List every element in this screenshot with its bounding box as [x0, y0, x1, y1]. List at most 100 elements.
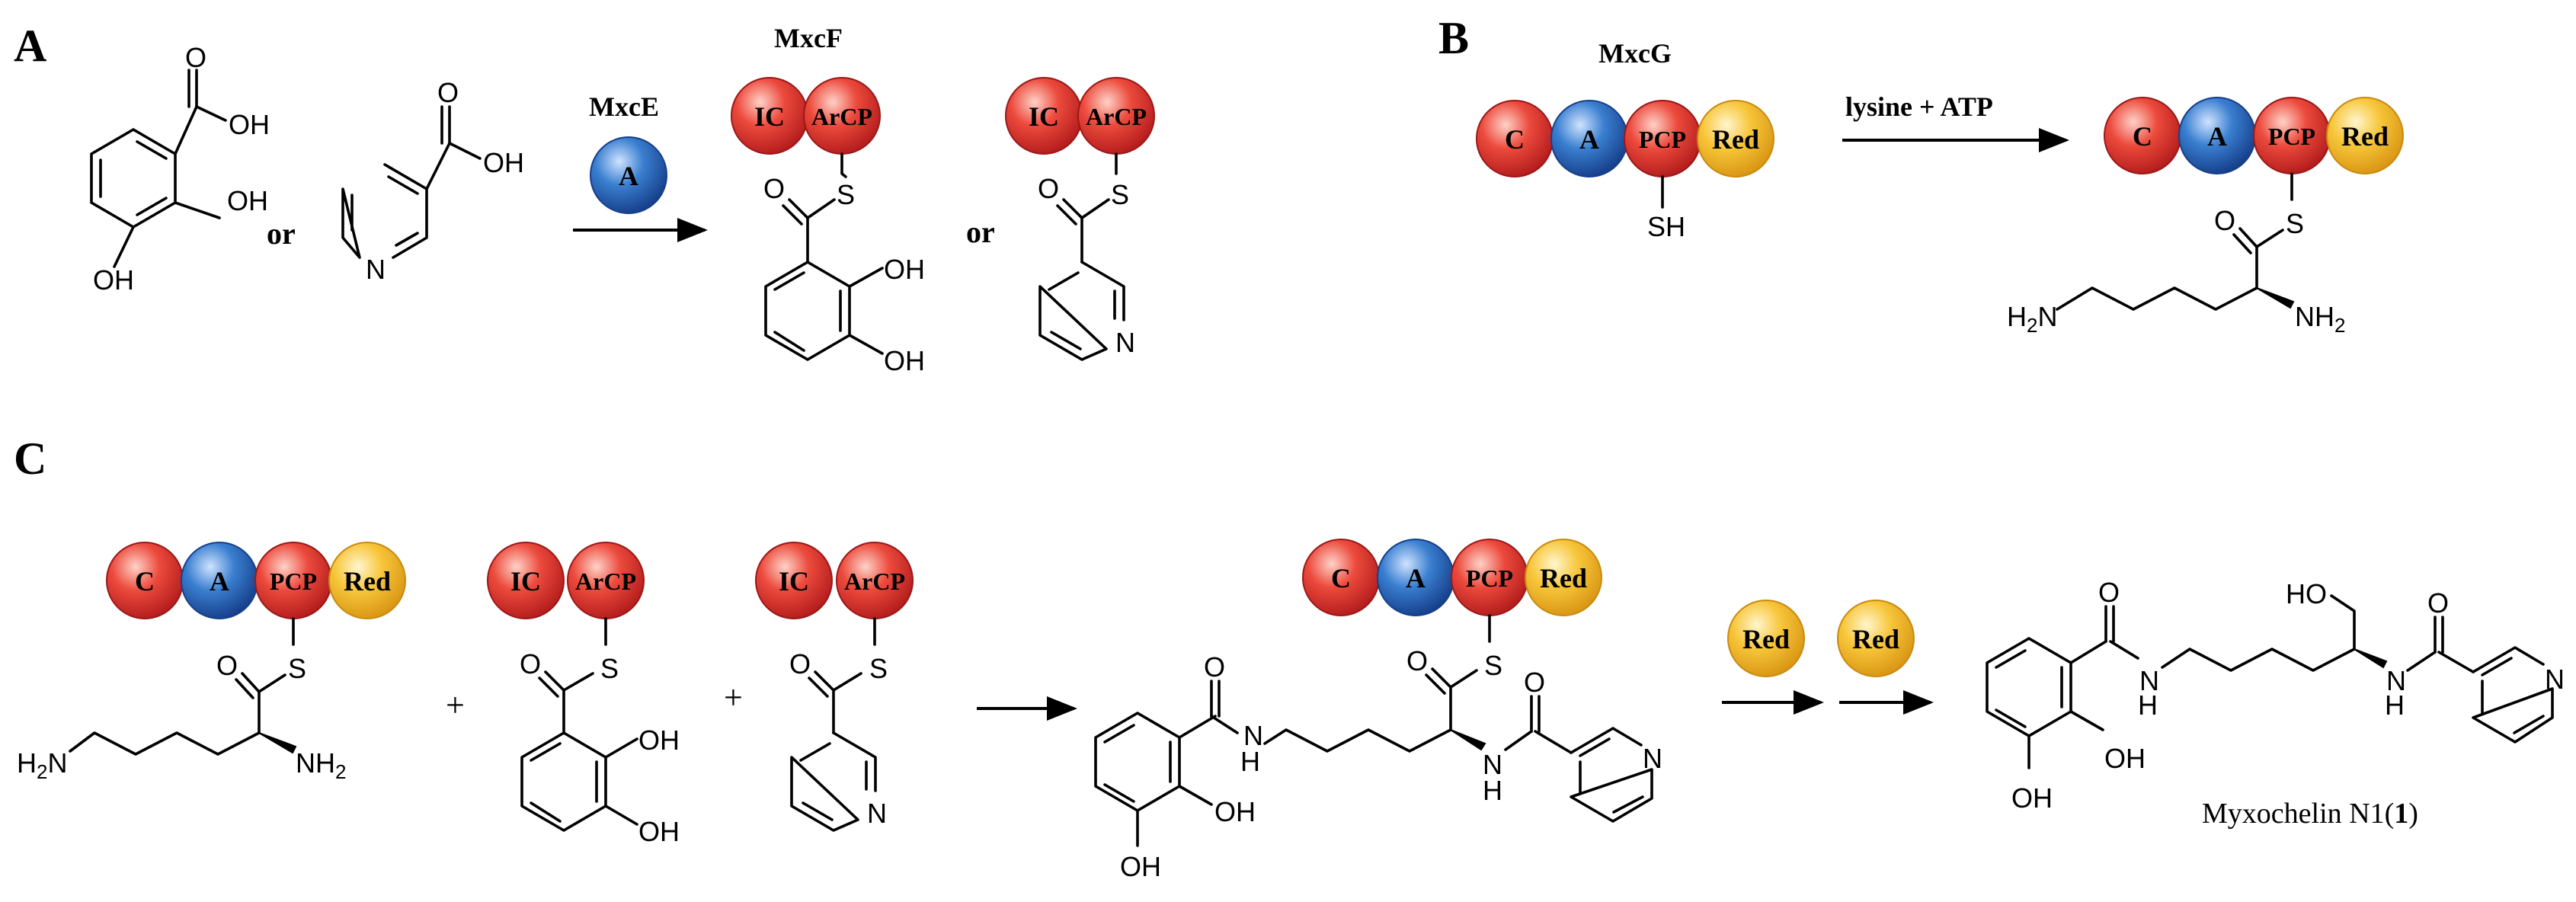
atom-n: N — [867, 798, 887, 829]
atom-sh: SH — [1647, 211, 1685, 242]
domain-label: C — [2133, 121, 2152, 152]
panel-label-a: A — [14, 21, 46, 71]
domain-label: IC — [1029, 101, 1059, 132]
atom-n: N — [2545, 664, 2565, 695]
domain-label: Red — [1712, 124, 1759, 155]
domain-label: A — [1406, 563, 1426, 593]
atom-n: N — [366, 254, 386, 285]
atom-nh2: NH2 — [2295, 301, 2345, 337]
atom-o: O — [1038, 173, 1059, 204]
atom-oh: OH — [2104, 743, 2146, 774]
panel-label-b: B — [1438, 13, 1469, 63]
atom-n: N — [1643, 743, 1662, 774]
nicotinoyl-thioester-structure: S O N — [789, 617, 888, 832]
domain-label: ArCP — [844, 568, 905, 595]
domain-label: Red — [344, 566, 391, 597]
domain-c: C — [1476, 100, 1554, 178]
domain-label: IC — [510, 566, 541, 597]
domain-label: Red — [1540, 563, 1587, 593]
nicotinoyl-thioester-structure: S O N — [1038, 152, 1135, 361]
atom-s: S — [288, 653, 306, 684]
atom-s: S — [837, 179, 855, 210]
atom-oh: OH — [2011, 782, 2053, 814]
domain-label: IC — [754, 101, 785, 132]
atom-s: S — [869, 653, 888, 684]
dhba-structure: O OH OH OH — [90, 42, 270, 296]
lysyl-thioester-structure: S O NH2 H2N — [17, 617, 346, 783]
domain-a: A — [2178, 97, 2256, 174]
domain-label: Red — [1852, 624, 1899, 654]
intermediate-structure: S O N H O N H N O OH — [1094, 614, 1662, 882]
atom-o: O — [1406, 645, 1428, 676]
enzyme-label-mxcg: MxcG — [1598, 38, 1672, 69]
domain-label: A — [619, 161, 638, 191]
atom-oh: OH — [93, 264, 134, 296]
domain-arcp: ArCP — [567, 542, 645, 619]
domain-label: PCP — [2268, 123, 2315, 150]
atom-s: S — [1484, 650, 1502, 681]
atom-o: O — [789, 648, 811, 680]
atom-o: O — [185, 42, 206, 73]
domain-c: C — [106, 542, 184, 619]
domain-label: C — [135, 566, 155, 597]
reagent-label: lysine + ATP — [1845, 91, 1993, 122]
atom-oh: OH — [1120, 851, 1161, 882]
atom-o: O — [2098, 577, 2120, 608]
lysyl-thioester-structure: S O NH2 H2N — [2007, 172, 2345, 337]
domain-pcp: PCP — [1624, 100, 1701, 178]
domain-label: Red — [1742, 624, 1790, 654]
domain-a-mxce: A — [590, 136, 667, 214]
domain-label: IC — [779, 566, 809, 597]
atom-oh: OH — [227, 185, 268, 216]
atom-n: N — [1115, 327, 1135, 358]
domain-pcp: PCP — [1451, 539, 1528, 616]
dhb-thioester-structure: S O OH OH — [520, 617, 680, 847]
nicotinic-acid-structure: N O OH — [341, 77, 524, 285]
domain-a: A — [1377, 539, 1454, 616]
dhb-thioester-structure: S O OH OH — [763, 152, 925, 376]
domain-label: PCP — [1639, 126, 1686, 153]
domain-label: ArCP — [811, 103, 872, 130]
atom-n: N — [1483, 749, 1502, 780]
atom-s: S — [2286, 208, 2304, 239]
panel-b: MxcG C A PCP Red SH lysine + ATP C — [1476, 38, 2404, 337]
domain-red-release-1: Red — [1727, 600, 1805, 677]
panel-c: C A PCP Red S O NH2 H2N + — [17, 539, 2565, 882]
myxochelin-n1-structure: OH OH O N H HO N H O N — [1986, 577, 2565, 814]
domain-arcp: ArCP — [836, 542, 914, 619]
domain-pcp: PCP — [254, 542, 332, 619]
atom-oh: OH — [229, 109, 270, 140]
atom-oh: OH — [638, 816, 680, 847]
atom-oh: OH — [638, 724, 680, 756]
panel-a: O OH OH OH or N O OH MxcE A MxcF — [90, 23, 1155, 376]
domain-pcp: PCP — [2253, 97, 2331, 174]
domain-label: C — [1505, 124, 1525, 155]
domain-red: Red — [328, 542, 406, 619]
domain-label: Red — [2341, 121, 2389, 152]
atom-h: H — [2138, 689, 2158, 721]
atom-oh: OH — [483, 147, 524, 178]
atom-h2n: H2N — [17, 747, 67, 783]
atom-h2n: H2N — [2007, 301, 2057, 337]
enzyme-label-mxce: MxcE — [589, 91, 659, 122]
domain-label: PCP — [1466, 565, 1513, 592]
domain-label: ArCP — [1086, 103, 1147, 130]
domain-arcp: ArCP — [803, 77, 881, 155]
domain-red: Red — [2326, 97, 2404, 174]
atom-ho: HO — [2286, 578, 2327, 609]
atom-o: O — [2427, 587, 2449, 619]
atom-h: H — [1483, 775, 1502, 806]
domain-label: A — [210, 566, 229, 597]
atom-oh: OH — [1214, 796, 1256, 827]
atom-o: O — [520, 648, 541, 680]
domain-label: A — [1579, 124, 1599, 155]
enzyme-label-mxcf: MxcF — [774, 23, 843, 53]
atom-o: O — [216, 650, 238, 681]
atom-s: S — [600, 653, 619, 684]
atom-o: O — [437, 77, 459, 108]
domain-c: C — [1302, 539, 1380, 616]
domain-ic: IC — [1005, 77, 1083, 155]
atom-o: O — [1204, 651, 1225, 683]
domain-label: ArCP — [575, 568, 636, 595]
